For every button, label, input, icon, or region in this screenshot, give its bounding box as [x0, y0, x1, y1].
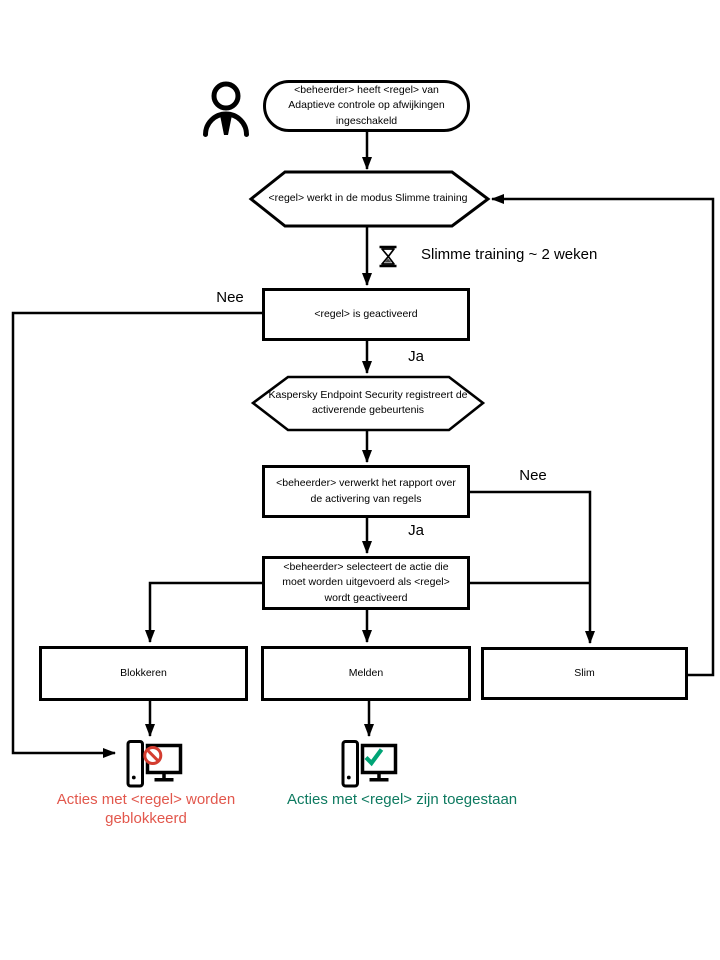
hexagon-registers-event [250, 375, 486, 432]
branch-label-yes-top: Ja [408, 348, 424, 365]
node-start: <beheerder> heeft <regel> van Adaptieve … [263, 80, 470, 132]
connector-select-to-block [145, 581, 262, 643]
prohibition-icon [143, 746, 163, 765]
connector-no-to-smart [470, 490, 595, 644]
computer-checkmark-icon [341, 740, 398, 788]
branch-label-no-right: Nee [519, 467, 547, 484]
checkmark-icon [364, 748, 384, 767]
hexagon-training-mode [248, 170, 491, 228]
administrator-person-icon [203, 81, 249, 137]
node-registers-event-label: Kaspersky Endpoint Security registreert … [268, 388, 468, 416]
result-allowed-text: Acties met <regel> zijn toegestaan [287, 791, 518, 808]
result-blocked-text: Acties met <regel> worden geblokkeerd [56, 791, 236, 827]
node-process-report: <beheerder> verwerkt het rapport over de… [262, 465, 470, 518]
computer-prohibited-icon [126, 740, 183, 788]
branch-label-no-left: Nee [216, 289, 244, 306]
node-action-block: Blokkeren [39, 646, 248, 701]
node-training-mode-label: <regel> werkt in de modus Slimme trainin… [268, 192, 468, 205]
branch-label-yes-bottom: Ja [408, 522, 424, 539]
node-action-smart: Slim [481, 647, 688, 700]
node-rule-triggered: <regel> is geactiveerd [262, 288, 470, 341]
connector-smart-loop-to-mode [491, 194, 715, 677]
node-action-notify: Melden [261, 646, 471, 701]
training-duration-note: Slimme training ~ 2 weken [421, 246, 598, 263]
connector-no-to-blocked-result [11, 311, 262, 758]
node-select-action: <beheerder> selecteert de actie die moet… [262, 556, 470, 610]
hourglass-icon [379, 245, 397, 268]
